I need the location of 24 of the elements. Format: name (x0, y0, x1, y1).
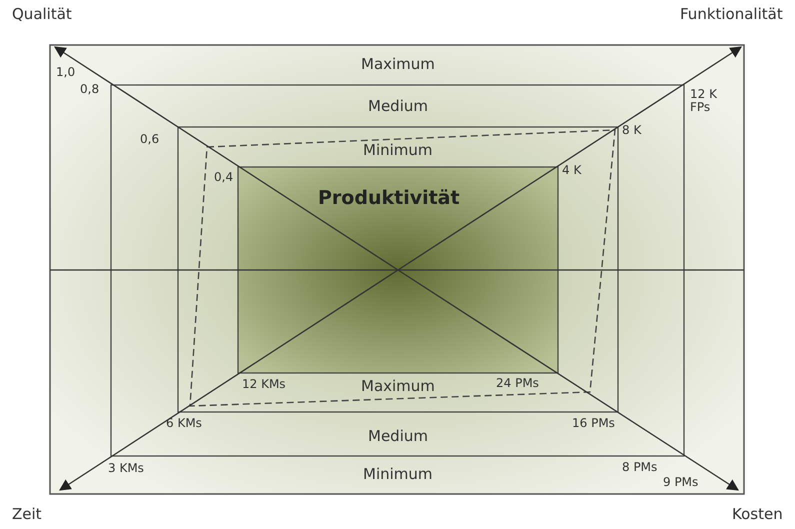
center-title: Produktivität (318, 187, 460, 209)
level-label: Minimum (363, 466, 433, 482)
scale-value: 16 PMs (572, 417, 615, 430)
axis-label: Funktionalität (680, 6, 783, 22)
scale-value: 4 K (562, 164, 582, 178)
level-label: Minimum (363, 142, 433, 158)
scale-value: 8 K (622, 124, 642, 138)
scale-value: 9 PMs (663, 476, 698, 490)
scale-value: 0,6 (140, 133, 160, 146)
level-label: Medium (368, 98, 428, 114)
scale-value: 0,8 (80, 83, 100, 96)
scale-value: 8 PMs (622, 461, 658, 474)
axis-label: Zeit (12, 506, 42, 522)
scale-value: 12 KMs (242, 378, 286, 392)
scale-value: 1,0 (56, 66, 76, 80)
scale-value: 24 PMs (496, 377, 539, 390)
level-label: Medium (368, 428, 428, 444)
axis-label: Qualität (12, 6, 72, 22)
level-label: Maximum (361, 56, 435, 72)
scale-value: 0,4 (214, 171, 234, 184)
scale-value: 3 KMs (108, 462, 144, 476)
scale-value: 12 K FPs (690, 88, 718, 114)
level-label: Maximum (361, 378, 435, 394)
axis-label: Kosten (732, 506, 783, 522)
